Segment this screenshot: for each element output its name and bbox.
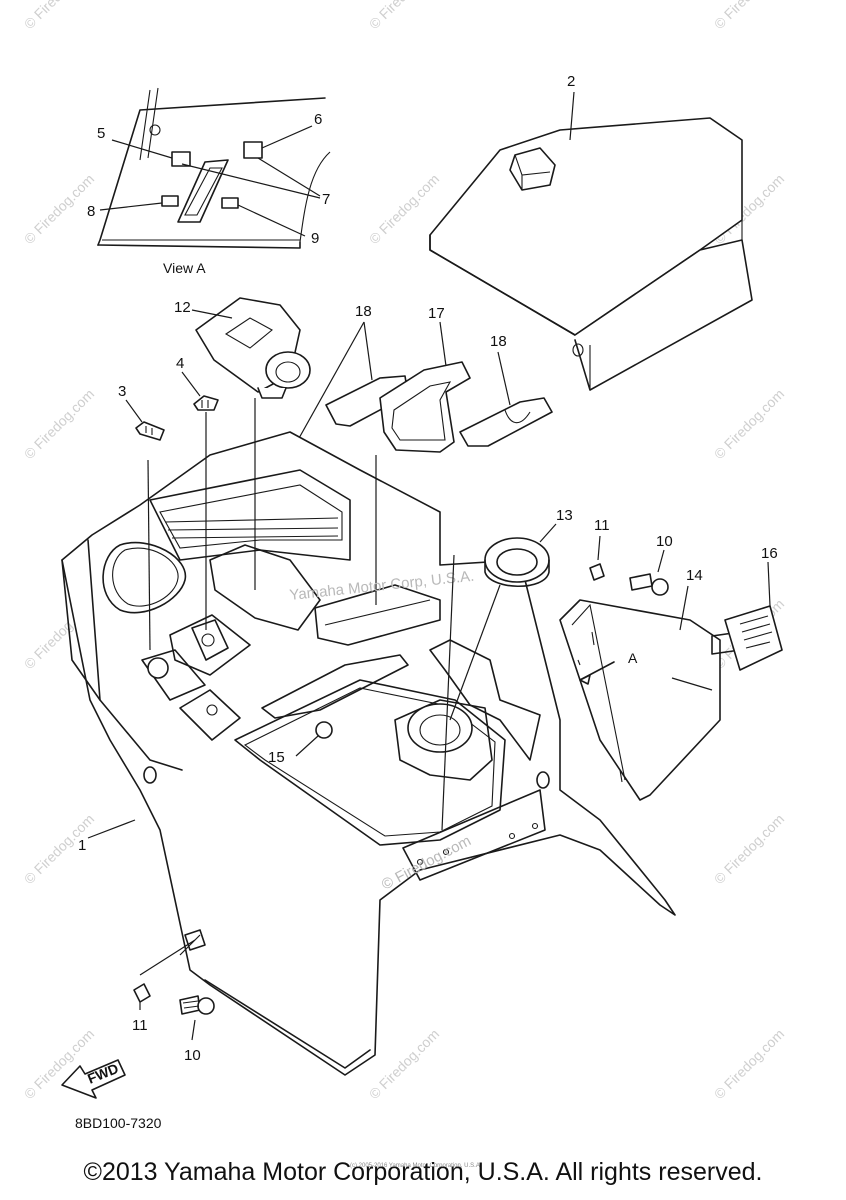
callout-17: 17: [428, 305, 445, 322]
callout-18-left: 18: [355, 303, 372, 320]
view-a-inset: View A: [97, 87, 331, 276]
callout-15: 15: [268, 749, 285, 766]
callout-4: 4: [176, 355, 184, 372]
clips-part-3-4: [125, 371, 219, 441]
watermark: © Firedog.com: [21, 171, 97, 247]
fwd-arrow: FWD: [61, 1059, 126, 1099]
watermark: © Firedog.com: [21, 0, 97, 32]
callout-6: 6: [314, 111, 322, 128]
callout-1: 1: [78, 837, 86, 854]
callout-8: 8: [87, 203, 95, 220]
view-a-marker: A: [628, 650, 638, 666]
cap-part-15: [295, 721, 333, 757]
watermark: © Firedog.com: [366, 1026, 442, 1102]
pad-5: [171, 151, 191, 167]
pad-6: [243, 141, 263, 159]
grommet-part-13: [449, 523, 557, 721]
watermark: © Firedog.com: [711, 386, 787, 462]
watermark: © Firedog.com: [711, 811, 787, 887]
callout-14: 14: [686, 567, 703, 584]
callout-2: 2: [567, 73, 575, 90]
callout-7: 7: [322, 191, 330, 208]
callout-16: 16: [761, 545, 778, 562]
callout-5: 5: [97, 125, 105, 142]
console-body-part-1: Yamaha Motor Corp, U.S.A. © Firedog.com: [61, 398, 676, 1076]
inserts-part-17-18: [269, 321, 553, 491]
callout-12: 12: [174, 299, 191, 316]
watermark: © Firedog.com: [711, 1026, 787, 1102]
callout-13: 13: [556, 507, 573, 524]
view-a-label: View A: [163, 260, 206, 276]
pad-part-12: [191, 297, 311, 399]
watermark: © Firedog.com: [711, 0, 787, 32]
pad-9: [221, 197, 239, 209]
callout-11-bottom: 11: [132, 1017, 148, 1034]
callout-18-right: 18: [490, 333, 507, 350]
fine-print: (c) 2005-2016 Yamaha Motor Corporation, …: [350, 1163, 482, 1169]
callout-10-bottom: 10: [184, 1047, 201, 1064]
callout-10-right: 10: [656, 533, 673, 550]
side-panel-part-14: A: [441, 535, 783, 831]
callout-3: 3: [118, 383, 126, 400]
drawing-code: 8BD100-7320: [75, 1115, 162, 1131]
slot-outline: [177, 159, 229, 223]
lid-part-2: [429, 91, 753, 391]
watermark: © Firedog.com: [21, 386, 97, 462]
watermark: © Firedog.com: [366, 0, 442, 32]
fasteners-bottom: [133, 934, 215, 1041]
callout-11-right: 11: [594, 517, 610, 534]
copyright-notice: ©2013 Yamaha Motor Corporation, U.S.A. A…: [83, 1158, 763, 1186]
pad-8: [161, 195, 179, 207]
callout-numbers: 2 5 6 7 8 9 12 18 17 18 4 3 13 11 10 16 …: [78, 73, 778, 1064]
callout-9: 9: [311, 230, 319, 247]
